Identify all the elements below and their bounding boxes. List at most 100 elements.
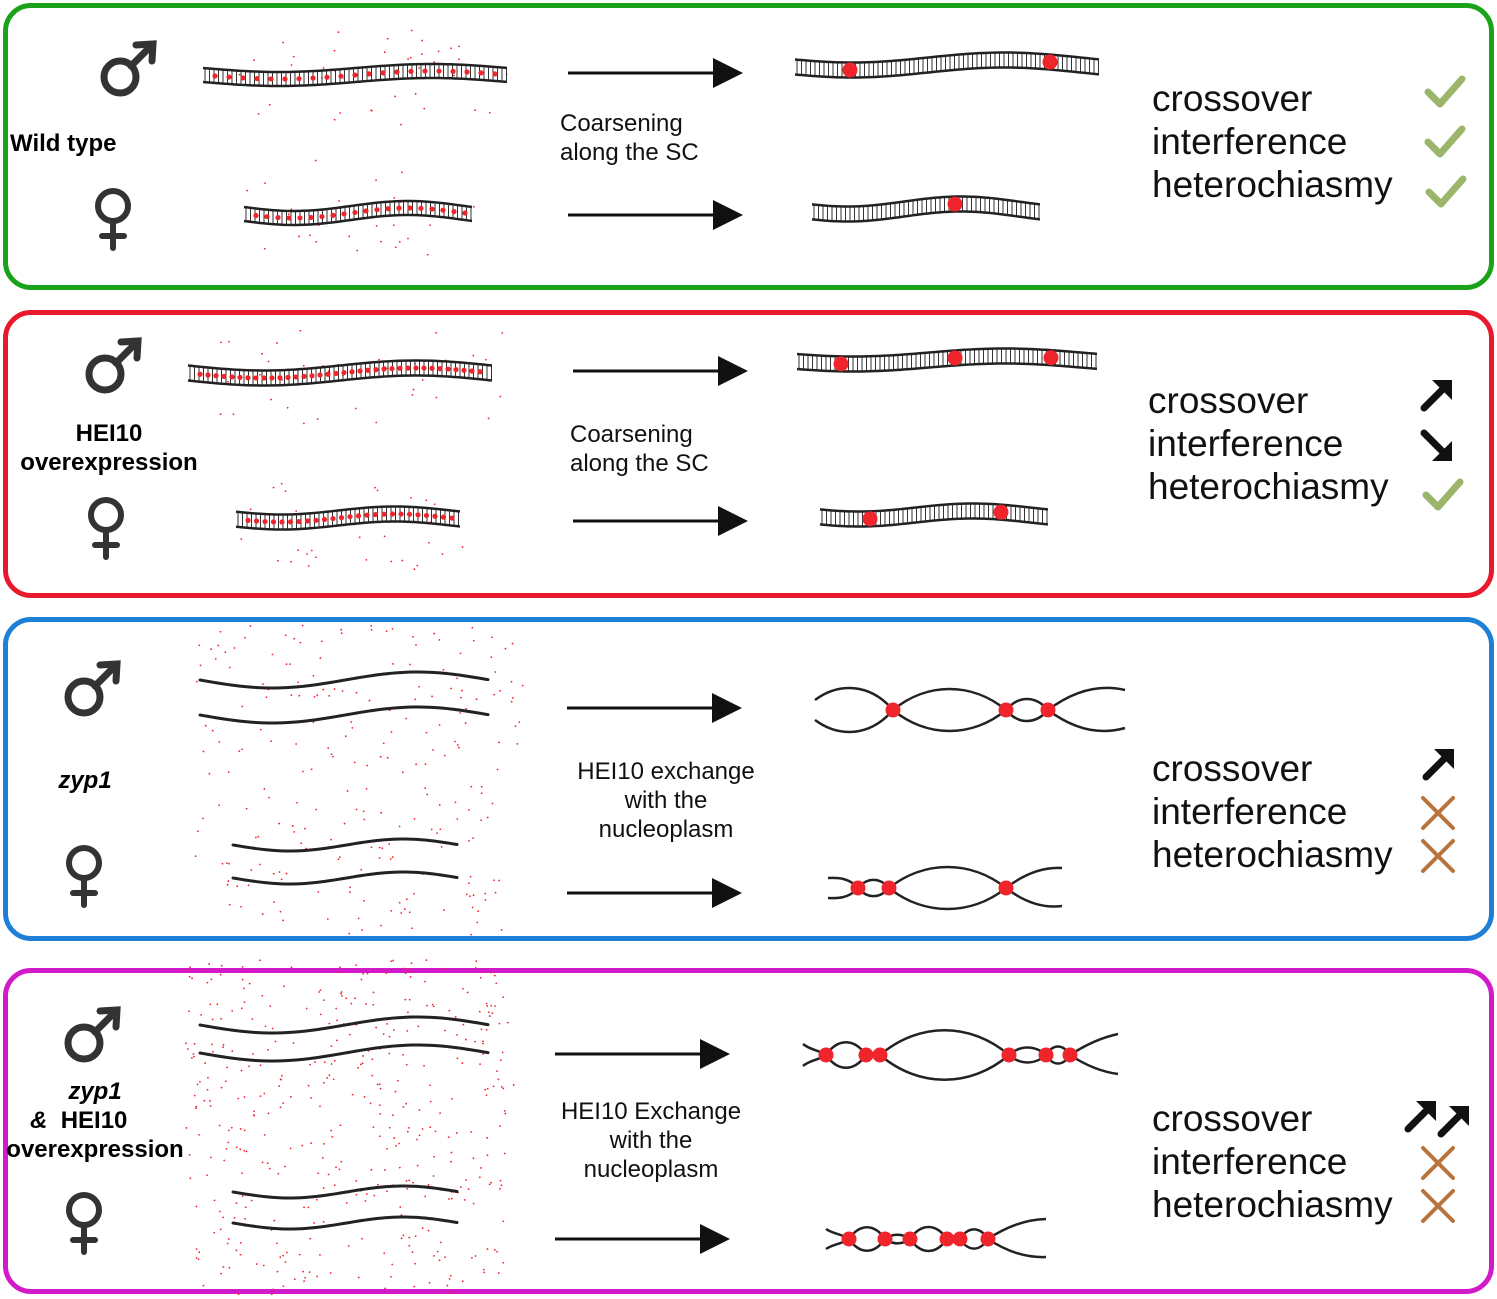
hei10-focus [261,375,267,381]
crossover-focus [952,1231,968,1247]
hei10-focus [264,214,270,220]
caption-line: with the [624,787,708,814]
hei10-focus [357,368,363,374]
hei10-focus [365,367,371,373]
hei10-focus [469,368,475,374]
arrow-up-right-icon [1441,1106,1469,1134]
crossover-focus [980,1231,996,1247]
hei10-focus [385,206,391,212]
hei10-focus [432,513,438,519]
trait-heterochiasmy: heterochiasmy [1152,1184,1393,1225]
hei10-nucleoplasm-dots [210,29,508,126]
female-symbol-icon [69,848,99,905]
hei10-focus [253,375,259,381]
hei10-focus [381,366,387,372]
cross-icon [1421,1146,1455,1180]
hei10-focus [319,213,325,220]
hei10-focus [413,365,419,371]
trait-heterochiasmy: heterochiasmy [1148,466,1389,507]
crossover-focus [885,702,901,718]
synaptonemal-complex [794,51,1100,79]
bivalent-chromosomes [825,1217,1047,1259]
crossover-focus [1062,1047,1078,1063]
caption-line: Coarsening [560,110,683,137]
trait-crossover: crossover [1152,748,1313,789]
male-symbol-icon [89,341,138,390]
hei10-focus [254,75,260,82]
hei10-focus [237,374,243,380]
hei10-focus [212,73,218,79]
hei10-focus [429,365,435,371]
hei10-focus [338,73,344,79]
crossover-focus [818,1047,834,1063]
trait-interference: interference [1148,423,1344,464]
hei10-nucleoplasm-dots [246,159,475,256]
hei10-focus [317,372,323,378]
synaptonemal-complex [235,505,461,531]
hei10-focus [349,369,355,375]
hei10-focus [453,367,459,373]
hei10-focus [313,517,319,523]
crossover-focus [998,702,1014,718]
crossover-focus [872,1047,888,1063]
crossover-focus [833,356,849,372]
process-caption-wild-type: Coarsening along the SC [560,109,730,167]
crossover-focus [862,511,878,527]
hei10-focus [270,519,277,525]
hei10-focus [296,518,302,525]
crossover-focus [1040,702,1056,718]
hei10-focus [325,371,331,377]
hei10-focus [293,374,299,380]
hei10-focus [449,515,455,521]
unsynapsed-chromosomes [231,837,459,886]
caption-line: along the SC [570,450,709,477]
check-icon [1426,482,1460,507]
crossover-focus [850,880,866,896]
hei10-focus [437,366,443,372]
traits-zyp1-hei10: crossover interference heterochiasmy [1152,1097,1393,1226]
hei10-focus [405,365,411,371]
check-icon [1428,129,1462,154]
hei10-focus [397,365,403,371]
crossover-focus [993,504,1009,520]
hei10-label: HEI10 [60,1107,128,1134]
crossover-focus [998,880,1014,896]
trait-heterochiasmy: heterochiasmy [1152,164,1393,205]
hei10-nucleoplasm-dots [185,1124,506,1296]
genotype-label-wild-type: Wild type [10,130,117,157]
hei10-focus [381,511,387,517]
synaptonemal-complex [202,62,508,88]
hei10-focus [277,375,283,381]
unsynapsed-chromosomes [198,670,490,725]
hei10-focus [389,366,395,372]
hei10-focus [330,212,336,218]
hei10-focus [396,205,402,211]
unsynapsed-chromosomes [231,1184,459,1231]
hei10-focus [380,70,386,76]
hei10-focus [229,374,235,380]
hei10-focus [436,68,442,74]
hei10-focus [462,210,468,216]
hei10-nucleoplasm-dots [196,624,524,775]
caption-line: Coarsening [570,421,693,448]
trait-heterochiasmy: heterochiasmy [1152,834,1393,875]
female-symbol-icon [98,191,128,248]
hei10-focus [450,68,456,74]
traits-wild-type: crossover interference heterochiasmy [1152,77,1393,206]
hei10-focus [408,68,414,74]
panel-zyp1-hei10-border [3,968,1494,1294]
trait-crossover: crossover [1148,380,1309,421]
caption-line: nucleoplasm [583,1156,719,1183]
hei10-focus [226,74,232,80]
hei10-focus [421,365,427,371]
trait-interference: interference [1152,791,1348,832]
genotype-label-zyp1: zyp1 [58,767,112,794]
hei10-focus [330,515,336,522]
hei10-focus [445,366,451,372]
hei10-focus [389,511,396,517]
hei10-focus [333,370,339,377]
hei10-nucleoplasm-dots [240,482,464,571]
hei10-focus [310,75,316,81]
process-caption-hei10: Coarsening along the SC [570,420,740,478]
crossover-focus [1043,350,1059,366]
